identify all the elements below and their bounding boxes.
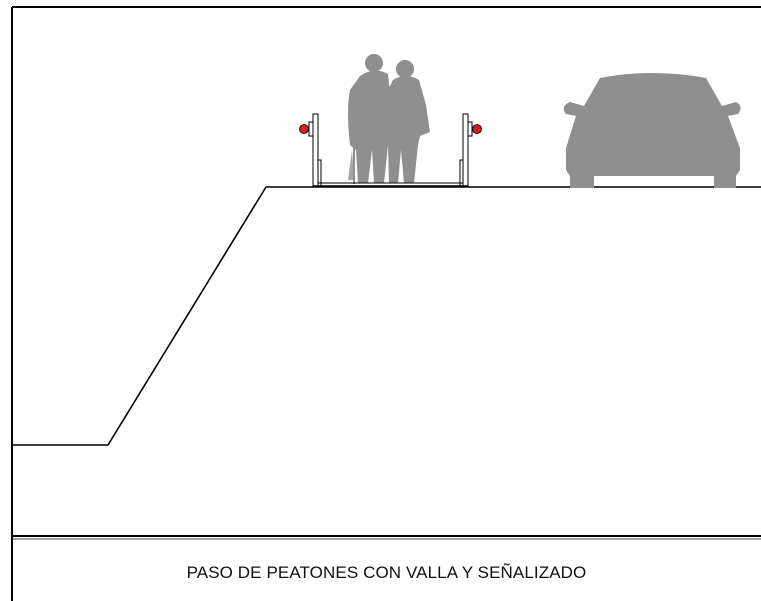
- car-front-silhouette-icon: [563, 73, 741, 188]
- red-warning-light-icon: [472, 124, 482, 134]
- pedestrian-barrier: [308, 113, 473, 187]
- drawing-frame: [11, 6, 761, 601]
- pedestrian-silhouettes-icon: [348, 54, 430, 184]
- barrier-post-left: [312, 113, 319, 187]
- barrier-post-right: [462, 113, 469, 187]
- drawing-caption: PASO DE PEATONES CON VALLA Y SEÑALIZADO: [186, 563, 587, 582]
- red-warning-light-icon: [299, 124, 309, 134]
- embankment-profile: [12, 186, 761, 446]
